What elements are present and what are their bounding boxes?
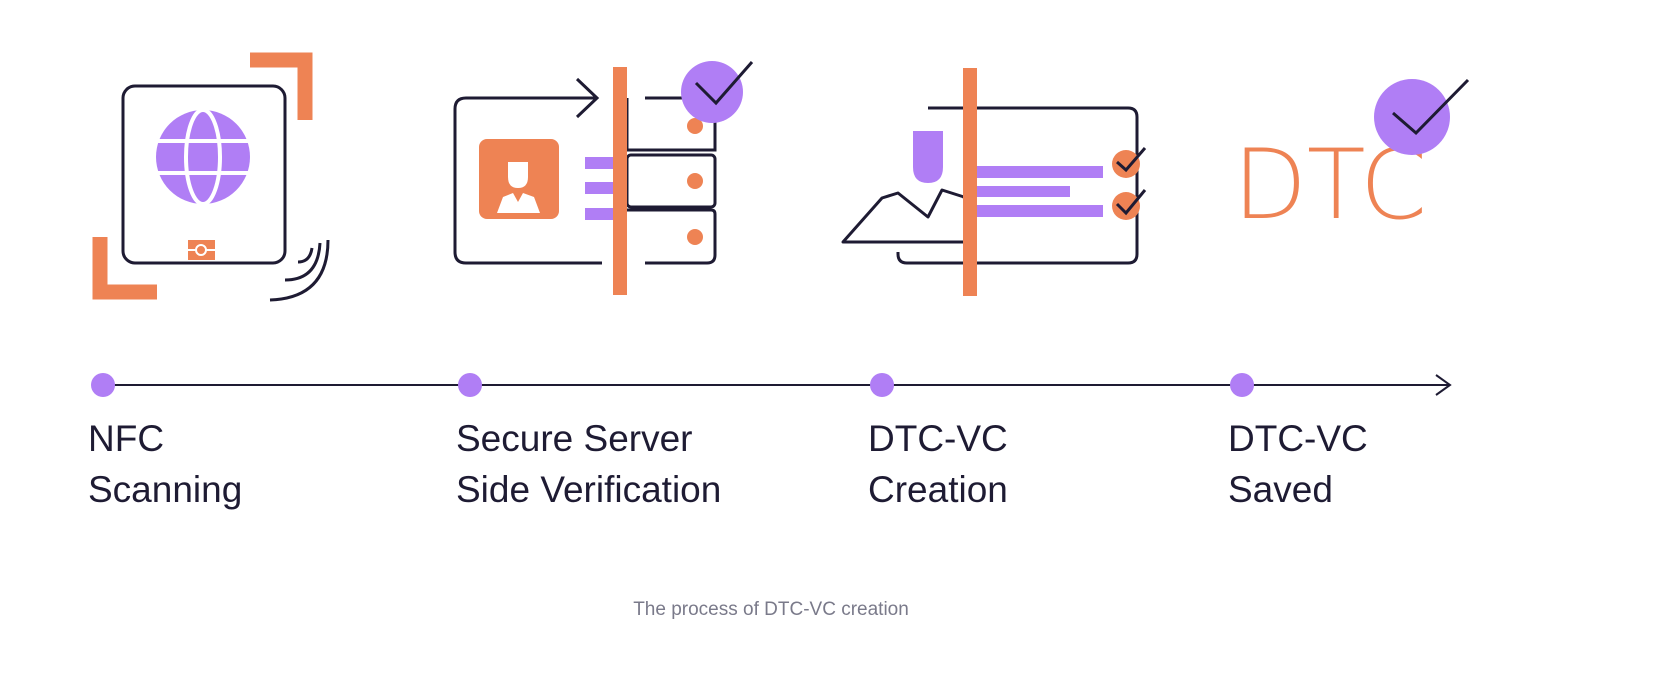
step-label-nfc: NFC Scanning [88, 418, 242, 510]
svg-text:DTC-VC: DTC-VC [868, 418, 1008, 459]
svg-text:DTC-VC: DTC-VC [1228, 418, 1368, 459]
check-icon [1112, 150, 1140, 178]
svg-text:Scanning: Scanning [88, 469, 242, 510]
timeline-dot [1230, 373, 1254, 397]
step-label-saved: DTC-VC Saved [1228, 418, 1368, 510]
person-head-icon [913, 131, 943, 183]
svg-text:Saved: Saved [1228, 469, 1333, 510]
figure-caption: The process of DTC-VC creation [633, 599, 909, 620]
nfc-waves-icon [269, 239, 330, 302]
globe-icon [156, 108, 250, 206]
verified-check-icon [681, 61, 743, 123]
check-icon [1112, 192, 1140, 220]
svg-text:Secure Server: Secure Server [456, 418, 693, 459]
timeline [91, 373, 1452, 397]
timeline-dot [91, 373, 115, 397]
step-label-verification: Secure Server Side Verification [456, 418, 721, 510]
step-label-creation: DTC-VC Creation [868, 418, 1008, 510]
passport-nfc-icon [92, 52, 330, 302]
saved-check-icon [1374, 79, 1450, 155]
dtc-saved-icon: DTC [1233, 78, 1470, 241]
chip-icon [188, 240, 215, 260]
credential-creation-icon [841, 68, 1147, 296]
svg-text:NFC: NFC [88, 418, 164, 459]
timeline-dot [458, 373, 482, 397]
svg-text:Side Verification: Side Verification [456, 469, 721, 510]
server-verification-icon [453, 61, 754, 295]
svg-text:Creation: Creation [868, 469, 1008, 510]
timeline-dot [870, 373, 894, 397]
arrow-head-icon [1435, 374, 1452, 396]
